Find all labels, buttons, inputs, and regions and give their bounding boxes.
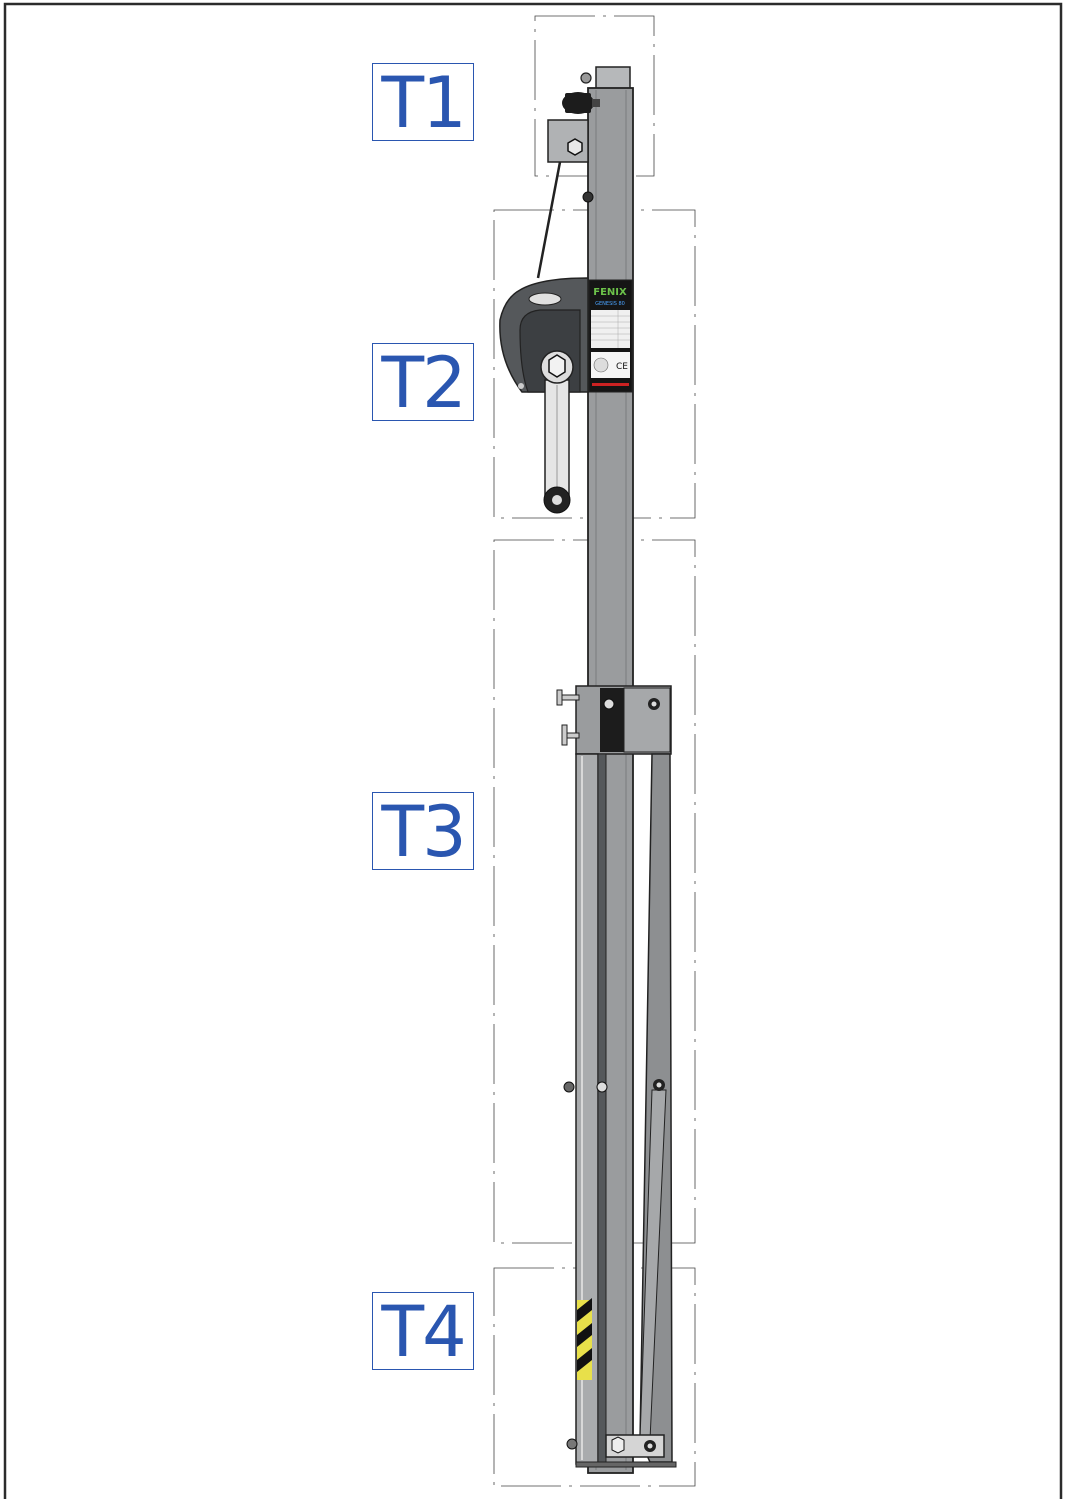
base-assembly — [566, 1298, 677, 1468]
ce-mark: CE — [616, 362, 628, 372]
section-label-t4: T4 — [372, 1292, 474, 1371]
mast-bolt — [582, 191, 594, 203]
section-label-t1: T1 — [372, 63, 474, 142]
clamp-assembly — [556, 685, 672, 755]
knob-icon — [562, 92, 600, 114]
hazard-stripes — [577, 1298, 592, 1380]
section-label-t2: T2 — [372, 343, 474, 422]
crank-nut — [548, 354, 566, 378]
outer-border — [3, 2, 1063, 1499]
plate-model: GENESIS 80 — [595, 301, 625, 307]
top-pulley-assembly — [536, 72, 600, 279]
winch-cable — [536, 161, 562, 279]
label-plate: FENIX GENESIS 80 CE — [588, 279, 633, 393]
hex-nut — [567, 138, 583, 156]
winch-assembly — [499, 277, 589, 514]
plate-brand: FENIX — [593, 287, 627, 298]
section-label-t3: T3 — [372, 792, 474, 871]
mast-top-cap — [595, 66, 631, 90]
